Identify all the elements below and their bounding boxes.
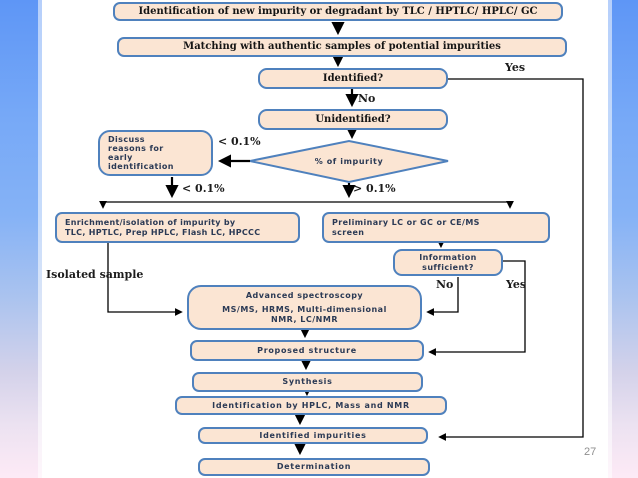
node-identification-by-hplc: Identification by HPLC, Mass and NMR: [175, 396, 447, 415]
node-advanced-spectroscopy: Advanced spectroscopy MS/MS, HRMS, Multi…: [187, 285, 422, 330]
identification-by-hplc-label: Identification by HPLC, Mass and NMR: [212, 400, 410, 410]
node-unidentified-label: Unidentified?: [315, 113, 391, 125]
advanced-line-3: NMR, LC/NMR: [271, 314, 338, 324]
advanced-line-2: MS/MS, HRMS, Multi-dimensional: [222, 305, 387, 315]
slide-left-border: [0, 0, 42, 478]
edge-isolated-sample-line: [107, 243, 183, 316]
synthesis-label: Synthesis: [282, 377, 333, 387]
node-discuss-reasons: Discuss reasons for early identification: [98, 130, 213, 176]
determination-label: Determination: [276, 462, 352, 472]
edge-label-isolated-sample: Isolated sample: [46, 268, 144, 281]
node-proposed-structure: Proposed structure: [190, 340, 424, 361]
node-information-sufficient: Information sufficient?: [393, 249, 503, 276]
edge-label-yes-top: Yes: [505, 61, 526, 74]
impurity-decision-diamond: [249, 139, 449, 184]
node-synthesis: Synthesis: [192, 372, 423, 392]
info-line-2: sufficient?: [422, 262, 474, 272]
node-unidentified: Unidentified?: [258, 109, 448, 130]
slide-left-border-highlight: [38, 0, 42, 478]
discuss-line-1: Discuss: [108, 134, 145, 144]
node-impurity-pct-label: % of impurity: [314, 156, 384, 166]
node-identification: Identification of new impurity or degrad…: [113, 2, 563, 21]
node-identified-impurities: Identified impurities: [198, 427, 428, 444]
identified-impurities-label: Identified impurities: [259, 430, 367, 440]
edge-label-lt-01-left: < 0.1%: [218, 135, 261, 148]
enrichment-line-1: Enrichment/isolation of impurity by: [65, 218, 236, 228]
node-identification-label: Identification of new impurity or degrad…: [138, 5, 538, 17]
node-determination: Determination: [198, 458, 430, 476]
info-line-1: Information: [419, 253, 477, 263]
edge-label-yes-info: Yes: [506, 278, 527, 291]
discuss-line-2: reasons for: [108, 143, 164, 153]
edge-label-no-top: No: [358, 92, 376, 105]
node-enrichment: Enrichment/isolation of impurity by TLC,…: [55, 212, 300, 243]
preliminary-line-2: screen: [332, 227, 365, 237]
edge-no-info-line: [426, 277, 459, 316]
edge-yes-identified-line: [438, 78, 584, 441]
node-matching-label: Matching with authentic samples of poten…: [183, 41, 501, 53]
page-number: 27: [584, 446, 597, 458]
node-matching: Matching with authentic samples of poten…: [117, 37, 567, 57]
discuss-line-3: early: [108, 153, 133, 162]
node-identified: Identified?: [258, 68, 448, 89]
slide-right-border: [608, 0, 638, 478]
edge-label-lt-01-down: < 0.1%: [182, 182, 225, 195]
preliminary-line-1: Preliminary LC or GC or CE/MS: [332, 218, 480, 228]
node-identified-label: Identified?: [322, 72, 384, 84]
node-preliminary-screen: Preliminary LC or GC or CE/MS screen: [322, 212, 550, 243]
edge-yes-info-line: [428, 260, 526, 356]
edge-label-gt-01-down: > 0.1%: [353, 182, 396, 195]
advanced-line-1: Advanced spectroscopy: [245, 291, 364, 301]
slide-right-border-highlight: [608, 0, 612, 478]
discuss-line-4: identification: [108, 162, 174, 172]
edge-label-no-info: No: [436, 278, 454, 291]
enrichment-line-2: TLC, HPTLC, Prep HPLC, Flash LC, HPCCC: [65, 227, 261, 237]
proposed-structure-label: Proposed structure: [257, 345, 357, 355]
